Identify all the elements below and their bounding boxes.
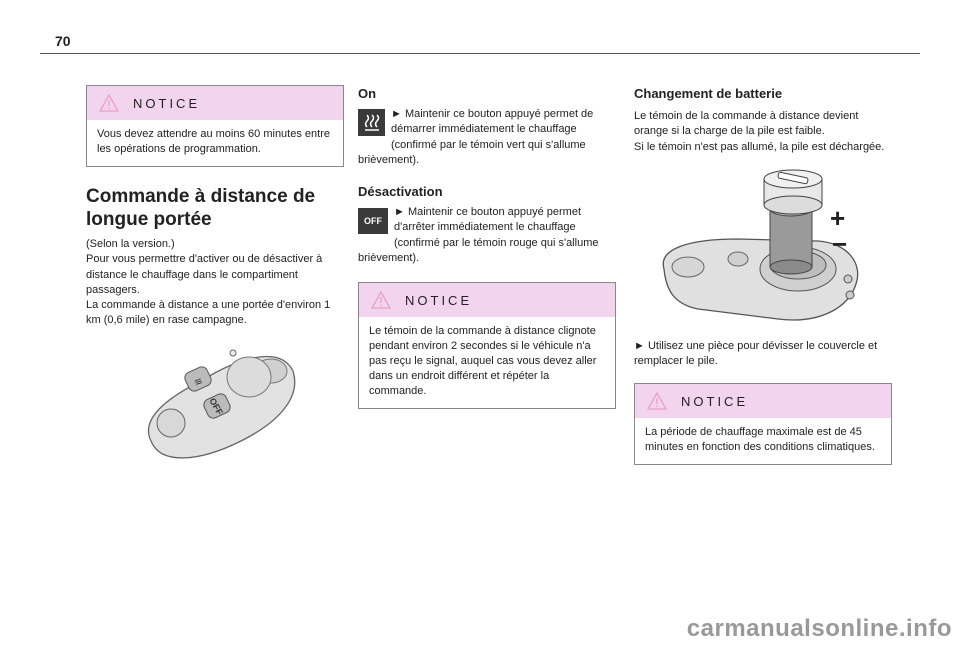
paragraph: Pour vous permettre d'activer ou de désa… <box>86 253 323 296</box>
middle-column: On ► Maintenir ce bouton appuyé permet d… <box>358 86 616 410</box>
notice-box-left: NOTICE Vous devez attendre au moins 60 m… <box>86 85 344 167</box>
off-title: Désactivation <box>358 184 443 200</box>
paragraph: (Selon la version.) <box>86 238 175 250</box>
battery-title: Changement de batterie <box>634 86 783 101</box>
on-title: On <box>358 86 377 101</box>
heater-off-icon: OFF <box>358 208 388 235</box>
notice-text: Le témoin de la commande à distance clig… <box>369 325 597 398</box>
notice-title: NOTICE <box>405 292 473 308</box>
right-column: Changement de batterie Le témoin de la c… <box>634 86 892 466</box>
notice-box-middle: NOTICE Le témoin de la commande à distan… <box>358 282 616 410</box>
notice-header: NOTICE <box>359 283 615 318</box>
notice-header: NOTICE <box>635 384 891 419</box>
plus-symbol: + <box>830 203 845 233</box>
notice-title: NOTICE <box>133 95 201 111</box>
warning-icon <box>99 94 119 112</box>
notice-box-right: NOTICE La période de chauffage maximale … <box>634 383 892 466</box>
paragraph: Si le témoin n'est pas allumé, la pile e… <box>634 140 885 153</box>
section-title: Commande à distance de longue portée <box>86 186 316 230</box>
notice-header: NOTICE <box>87 86 343 120</box>
page-number: 70 <box>55 33 71 49</box>
heater-on-icon <box>358 109 385 136</box>
warning-icon <box>371 291 391 310</box>
off-text: ► Maintenir ce bouton appuyé permet d'ar… <box>358 206 599 265</box>
notice-text: La période de chauffage maximale est de … <box>645 426 875 454</box>
paragraph: Le témoin de la commande à distance devi… <box>634 110 859 138</box>
remote-control-image: ≋ OFF <box>147 349 296 459</box>
minus-symbol: − <box>832 229 847 259</box>
watermark-link[interactable]: carmanualsonline.info <box>686 615 952 642</box>
paragraph: La commande à distance a une portée d'en… <box>86 299 331 327</box>
top-rule <box>40 53 920 54</box>
warning-icon <box>647 392 667 411</box>
notice-text: Vous devez attendre au moins 60 minutes … <box>97 128 330 155</box>
battery-replacement-image: + − <box>662 169 859 321</box>
left-column: NOTICE Vous devez attendre au moins 60 m… <box>86 85 346 459</box>
instruction-text: ► Utilisez une pièce pour dévisser le co… <box>634 339 878 368</box>
on-text: ► Maintenir ce bouton appuyé permet de d… <box>358 108 594 166</box>
notice-title: NOTICE <box>681 393 749 409</box>
